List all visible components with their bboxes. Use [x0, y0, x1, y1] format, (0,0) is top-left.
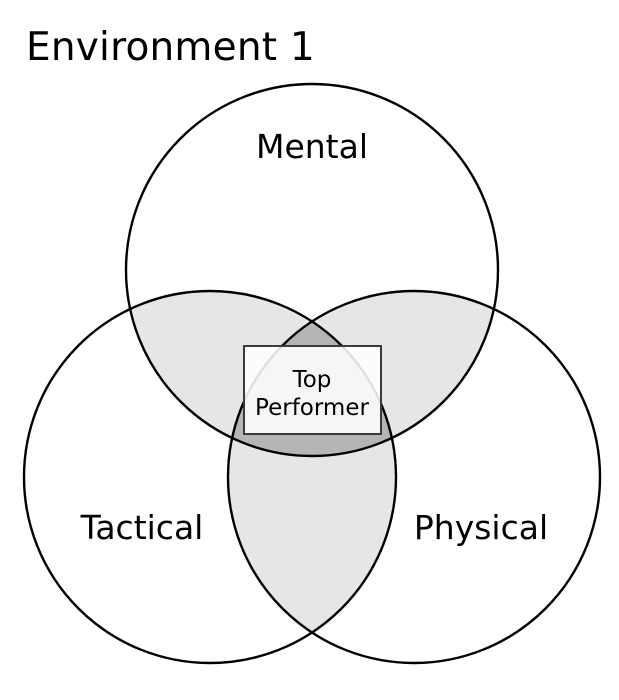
top-performer-box-frame [243, 345, 382, 435]
tactical-circle [22, 289, 398, 665]
mental-circle [124, 82, 500, 458]
page-title: Environment 1 [26, 25, 315, 70]
tactical-label: Tactical [80, 508, 204, 547]
physical-label: Physical [414, 508, 548, 547]
physical-circle [226, 289, 602, 665]
top-performer-box: Top Performer [243, 345, 382, 435]
mental-label: Mental [256, 127, 368, 166]
top-performer-line2: Performer [255, 395, 369, 421]
top-performer-line1: Top [292, 367, 332, 393]
